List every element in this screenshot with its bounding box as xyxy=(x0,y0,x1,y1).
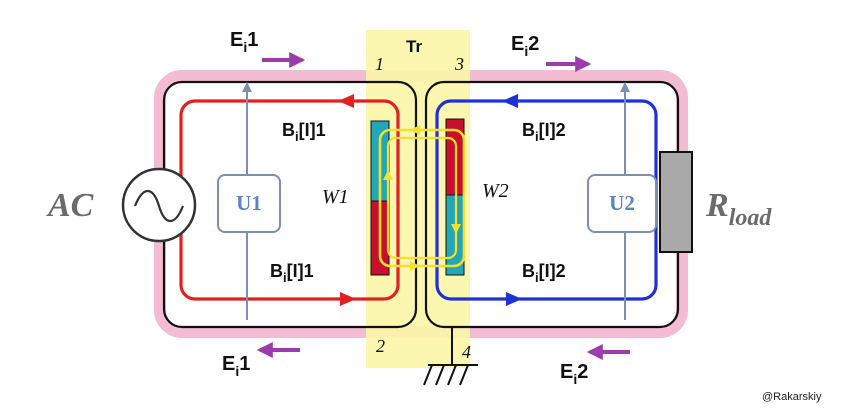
tr-label: Tr xyxy=(406,37,422,56)
bi1-bottom-label: Bi[I]1 xyxy=(270,261,314,285)
blue-arrow-top xyxy=(502,94,518,108)
ei2-top-label: Ei2 xyxy=(511,33,539,59)
flux-arrow-top xyxy=(410,125,420,135)
ei1-bottom-label: Ei1 xyxy=(222,353,250,379)
pin-1: 1 xyxy=(375,54,384,74)
bi1-top-label: Bi[I]1 xyxy=(282,120,326,144)
flux-arrow-bottom xyxy=(410,261,420,271)
sine-icon xyxy=(133,189,185,223)
credit-label: @Rakarskiy xyxy=(762,391,822,403)
bi2-top-label: Bi[I]2 xyxy=(522,120,566,144)
flux-arrow-left xyxy=(383,170,393,180)
u2-box xyxy=(587,174,657,233)
ground-icon xyxy=(423,364,478,386)
rload-label: Rload xyxy=(705,187,772,231)
u1-label: U1 xyxy=(236,191,262,215)
bi2-bottom-label: Bi[I]2 xyxy=(522,261,566,285)
pin-3: 3 xyxy=(454,54,464,74)
ac-label: AC xyxy=(46,187,94,224)
blue-arrow-bottom xyxy=(506,292,522,306)
ei1-top-label: Ei1 xyxy=(230,29,258,55)
ei2-bottom-label: Ei2 xyxy=(560,361,588,387)
u1-box xyxy=(217,174,281,233)
red-arrow-top xyxy=(338,94,354,108)
u2-label: U2 xyxy=(609,191,635,215)
core-flux-loop-inner xyxy=(386,136,458,260)
load-resistor xyxy=(659,151,693,253)
pin-2: 2 xyxy=(376,336,385,356)
core-flux-loop-outer xyxy=(378,128,466,268)
w2-label: W2 xyxy=(482,180,509,202)
flux-arrow-right xyxy=(451,224,461,234)
red-arrow-bottom xyxy=(340,292,356,306)
pin-4: 4 xyxy=(462,342,471,362)
w1-label: W1 xyxy=(322,186,349,208)
